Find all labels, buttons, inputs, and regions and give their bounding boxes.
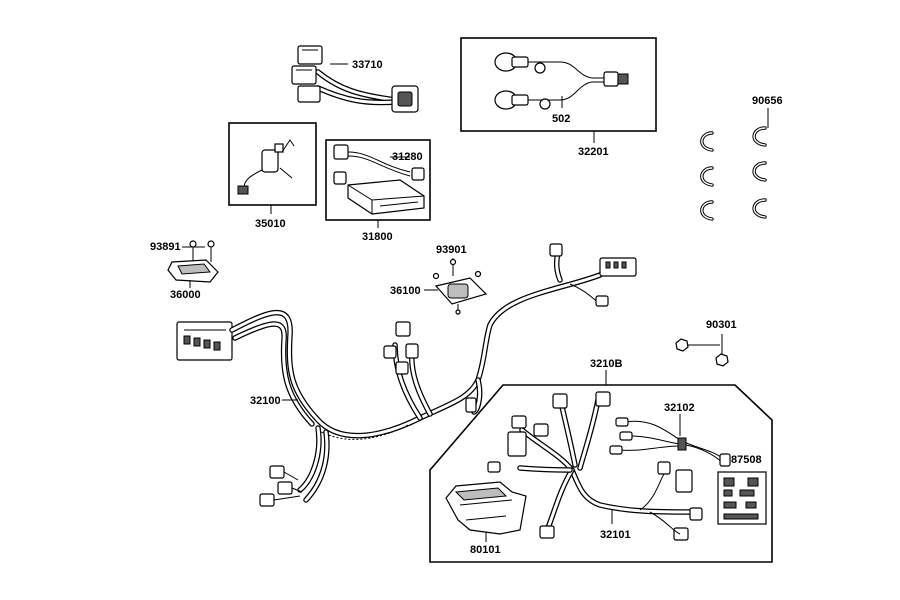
- part-32102[interactable]: [609, 417, 731, 467]
- part-93891[interactable]: [182, 240, 215, 262]
- label-502: 502: [552, 113, 570, 125]
- label-32101: 32101: [600, 529, 631, 541]
- label-32102: 32102: [664, 402, 695, 414]
- label-93891: 93891: [150, 241, 181, 253]
- label-80101: 80101: [470, 544, 501, 556]
- box-35010: [228, 122, 317, 206]
- label-31280: 31280: [392, 151, 423, 163]
- label-31800: 31800: [362, 231, 393, 243]
- label-32201: 32201: [578, 146, 609, 158]
- box-32201: [460, 37, 657, 132]
- box-3210B: [429, 384, 773, 563]
- label-3210B: 3210B: [590, 358, 622, 370]
- part-36100[interactable]: [434, 277, 488, 315]
- label-32100: 32100: [250, 395, 281, 407]
- part-87508[interactable]: [717, 471, 767, 525]
- part-32101[interactable]: [487, 391, 703, 541]
- part-32201[interactable]: [494, 52, 629, 110]
- part-33710[interactable]: [291, 45, 419, 113]
- label-93901: 93901: [436, 244, 467, 256]
- label-90301: 90301: [706, 319, 737, 331]
- label-36000: 36000: [170, 289, 201, 301]
- part-90301[interactable]: [675, 334, 729, 367]
- part-31280[interactable]: [333, 144, 425, 185]
- part-35010[interactable]: [237, 139, 295, 195]
- label-90656: 90656: [752, 95, 783, 107]
- part-32100[interactable]: [176, 243, 637, 507]
- part-31800[interactable]: [347, 179, 425, 215]
- part-93901[interactable]: [432, 258, 482, 280]
- part-90656[interactable]: [700, 108, 769, 221]
- label-87508: 87508: [731, 454, 762, 466]
- part-36000[interactable]: [167, 259, 219, 288]
- label-36100: 36100: [390, 285, 421, 297]
- part-80101[interactable]: [445, 481, 527, 535]
- label-33710: 33710: [352, 59, 383, 71]
- label-35010: 35010: [255, 218, 286, 230]
